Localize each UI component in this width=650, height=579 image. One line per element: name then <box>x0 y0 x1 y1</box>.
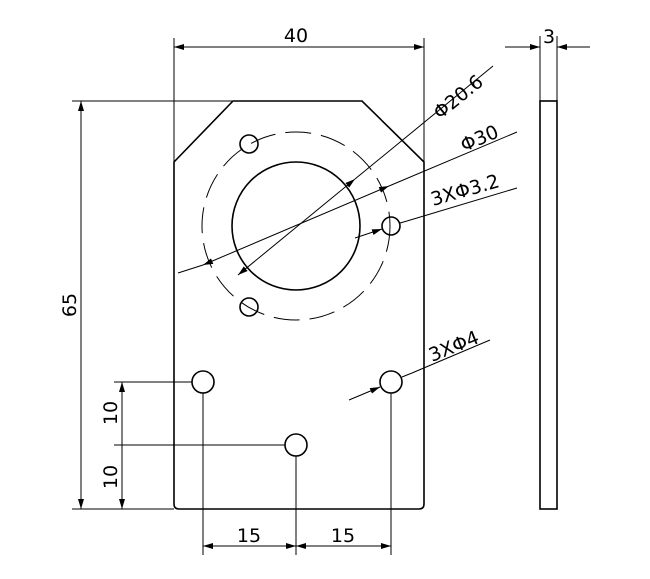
width-label: 40 <box>284 25 308 47</box>
height-label: 65 <box>59 293 81 317</box>
vertical-offset-lower-label: 10 <box>100 465 122 489</box>
thickness-label: 3 <box>543 26 555 48</box>
height-dimension: 65 <box>59 100 233 510</box>
vertical-offset-upper-label: 10 <box>100 401 122 425</box>
horizontal-offset-right-label: 15 <box>331 525 355 547</box>
vertical-offset-dimensions: 10 10 <box>100 381 285 510</box>
mount-holes-dimension: 3XΦ4 <box>348 327 491 401</box>
bolt-circle-label: Φ30 <box>457 121 502 157</box>
small-hole-2 <box>381 216 401 236</box>
bore-diameter-dimension: Φ20.6 <box>237 65 494 276</box>
width-dimension: 40 <box>173 25 425 162</box>
small-holes-label: 3XΦ3.2 <box>428 170 502 211</box>
side-view-plate <box>539 100 558 510</box>
small-hole-1 <box>239 134 259 154</box>
plate-outline <box>173 100 425 510</box>
mount-hole-right <box>379 370 403 394</box>
horizontal-offset-dimensions: 15 15 <box>202 393 392 555</box>
small-hole-3 <box>239 297 259 317</box>
thickness-dimension: 3 <box>505 26 590 101</box>
mount-hole-bottom <box>284 433 308 457</box>
mount-holes-label: 3XΦ4 <box>426 327 483 367</box>
mount-hole-left <box>191 370 215 394</box>
small-holes-dimension: 3XΦ3.2 <box>354 170 518 239</box>
horizontal-offset-left-label: 15 <box>237 525 261 547</box>
bore-diameter-label: Φ20.6 <box>429 71 487 124</box>
bolt-circle <box>201 131 391 321</box>
